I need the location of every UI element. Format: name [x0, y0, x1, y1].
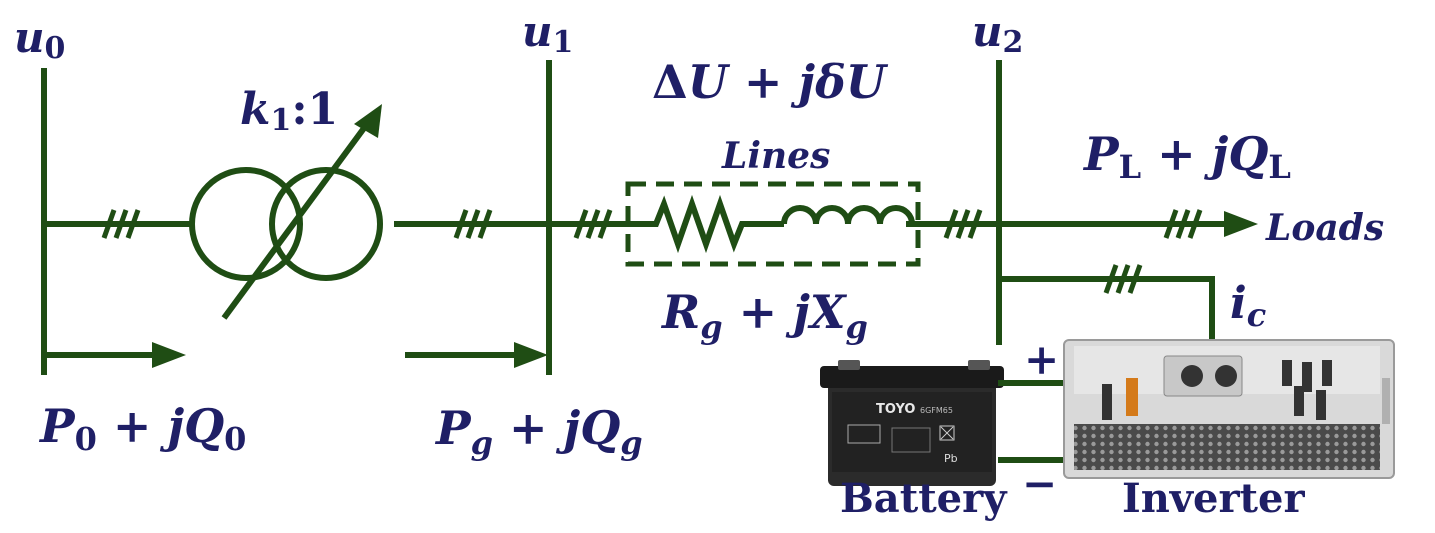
source-power-arrow [44, 342, 186, 368]
inductor-symbol [781, 205, 918, 227]
current-label: ic [1230, 278, 1266, 334]
load-power-label: PL + jQL [1082, 127, 1291, 186]
voltage-drop-label: ΔU + jδU [652, 55, 889, 109]
transformer-ratio-label: k1:1 [240, 84, 338, 138]
resistor-symbol [640, 194, 784, 254]
loads-arrow-head [1224, 211, 1258, 237]
inverter-caption: Inverter [1122, 475, 1305, 522]
label-u2: u2 [972, 7, 1023, 60]
label-u0: u0 [14, 13, 65, 66]
battery-brand: TOYO [876, 402, 915, 417]
negative-terminal: − [1022, 459, 1057, 508]
three-phase-marks [101, 209, 1203, 294]
lines-label: Lines [721, 135, 830, 177]
battery-caption: Battery [840, 475, 1008, 522]
positive-terminal: + [1024, 335, 1059, 384]
grid-power-arrow [405, 342, 548, 368]
label-u1: u1 [522, 7, 573, 60]
inverter-branch-wire [999, 276, 1215, 350]
battery-pb-mark: Pb [944, 452, 958, 465]
grid-power-label: Pg + jQg [434, 401, 643, 462]
transformer-symbol [189, 104, 383, 320]
line-impedance-label: Rg + jXg [660, 285, 868, 346]
battery-model: 6GFM65 [920, 406, 953, 415]
battery-image: TOYO 6GFM65 Pb [820, 360, 1004, 486]
source-power-label: P0 + jQ0 [38, 399, 246, 458]
inverter-image [1063, 339, 1395, 479]
loads-label: Loads [1265, 207, 1384, 249]
lines-dashed-box [625, 181, 921, 267]
